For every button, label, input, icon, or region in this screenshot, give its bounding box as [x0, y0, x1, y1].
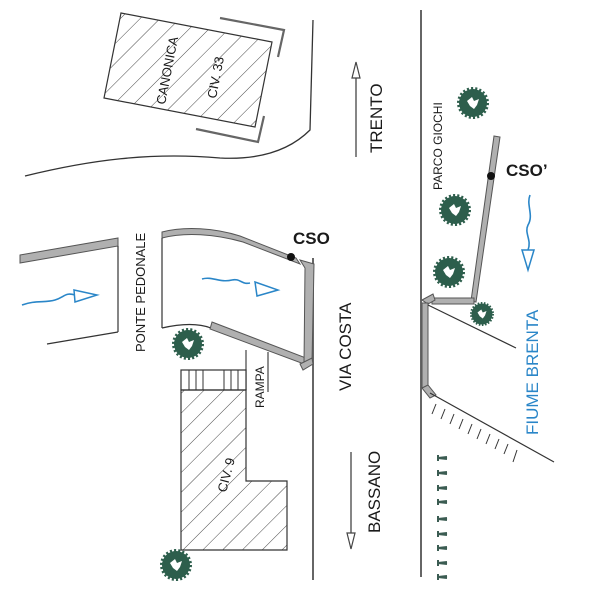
grass-tuft-icon [437, 484, 448, 492]
river-bank-lower [429, 392, 555, 463]
label-via-costa: VIA COSTA [336, 302, 355, 391]
building-civ9: RAMPA CIV. 9 [180, 350, 288, 551]
road-edge-curve [24, 19, 314, 177]
grass-tuft-icon [437, 454, 448, 462]
water-flow-arrow-icon [254, 280, 281, 297]
tree-icon [457, 87, 489, 119]
grass-tuft-icon [437, 573, 448, 581]
channel-cso-prime [421, 135, 501, 399]
direction-trento: TRENTO [351, 61, 386, 157]
label-cso: CSO [293, 229, 330, 248]
embankment-hatch [431, 403, 518, 463]
grass-tuft-icon [437, 559, 448, 567]
channel-west [19, 237, 119, 345]
tree-icon [160, 549, 192, 581]
label-rampa: RAMPA [253, 366, 267, 408]
direction-arrow-icon [351, 61, 361, 79]
direction-arrow-icon [346, 532, 356, 550]
tree-icon [172, 328, 204, 360]
label-cso-prime: CSO’ [506, 161, 548, 180]
label-ponte-pedonale: PONTE PEDONALE [133, 232, 148, 352]
outfall-point-icon [287, 253, 295, 261]
grass-area [437, 454, 448, 581]
grass-tuft-icon [437, 469, 448, 477]
grass-tuft-icon [437, 515, 448, 523]
grass-tuft-icon [437, 498, 448, 506]
label-trento: TRENTO [367, 83, 386, 153]
grass-tuft-icon [437, 544, 448, 552]
water-flow-arrow-icon [73, 289, 100, 303]
direction-bassano: BASSANO [346, 451, 384, 550]
grass-tuft-icon [437, 530, 448, 538]
building-canonica: CANONICA CIV. 33 [103, 12, 286, 144]
river-bank-upper [427, 304, 517, 349]
tree-icon [433, 256, 465, 288]
outfall-point-icon [487, 172, 495, 180]
label-fiume-brenta: FIUME BRENTA [523, 309, 542, 435]
water-flow-arrow-icon [520, 249, 536, 273]
label-parco-giochi: PARCO GIOCHI [431, 102, 445, 190]
label-bassano: BASSANO [365, 451, 384, 533]
channel-main [161, 228, 315, 371]
tree-icon [470, 302, 494, 326]
river-flow [520, 194, 536, 273]
tree-icon [439, 194, 471, 226]
